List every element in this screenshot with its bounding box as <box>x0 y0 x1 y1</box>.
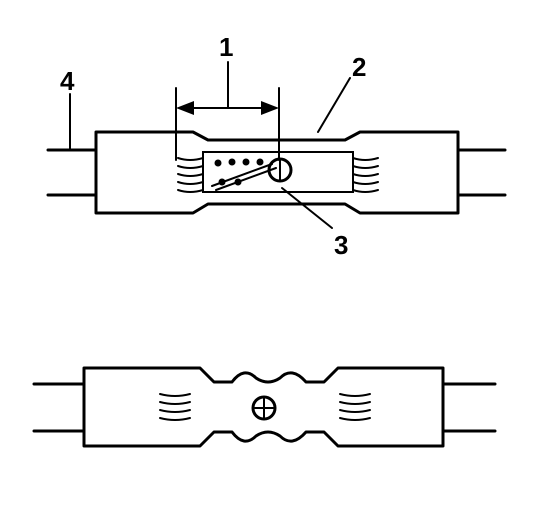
sleeve-outline-top <box>94 130 460 215</box>
wires-top <box>46 148 507 197</box>
wires-bottom <box>32 382 497 433</box>
splice-before-crimp: 1 2 3 4 <box>46 32 507 260</box>
callout-3: 3 <box>334 230 348 260</box>
callout-2: 2 <box>352 52 366 82</box>
sleeve-outline-bottom <box>82 366 445 448</box>
dimension-marker <box>175 61 280 161</box>
callout-1: 1 <box>219 32 233 62</box>
solder-coil <box>211 158 277 191</box>
strands-right-top <box>352 157 379 193</box>
strands-left-top <box>177 157 204 193</box>
inspection-window-bottom <box>251 395 277 421</box>
splice-after-crimp <box>32 366 497 448</box>
leader-line-2 <box>317 77 351 133</box>
strands-right-bottom <box>339 393 371 421</box>
strands-left-bottom <box>159 393 191 421</box>
callout-4: 4 <box>60 66 75 96</box>
leader-line-3 <box>281 187 333 229</box>
